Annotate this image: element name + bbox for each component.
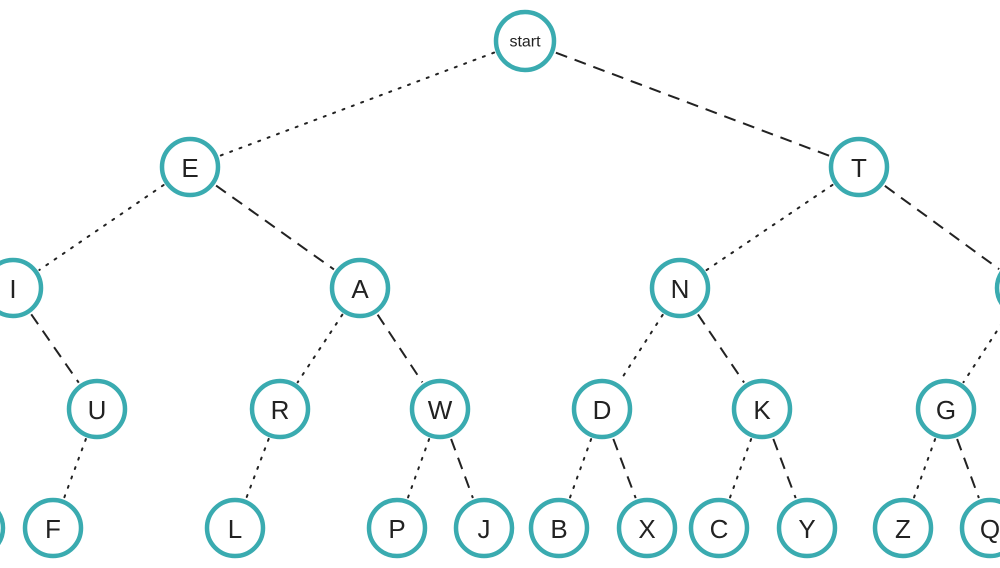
edge-T-M bbox=[884, 185, 1000, 270]
tree-node-Q: Q bbox=[959, 497, 1000, 559]
tree-node-P: P bbox=[366, 497, 428, 559]
tree-node-H bbox=[0, 510, 6, 546]
tree-node-W: W bbox=[409, 378, 471, 440]
tree-node-Y: Y bbox=[776, 497, 838, 559]
tree-node-D: D bbox=[571, 378, 633, 440]
node-circle bbox=[329, 257, 391, 319]
tree-node-Z: Z bbox=[872, 497, 934, 559]
edge-N-K bbox=[697, 313, 745, 384]
tree-node-C: C bbox=[688, 497, 750, 559]
edge-K-C bbox=[728, 438, 753, 499]
node-label: start bbox=[509, 34, 541, 51]
node-label: J bbox=[478, 514, 491, 544]
tree-node-start: start bbox=[493, 9, 557, 73]
node-circle bbox=[493, 9, 557, 73]
node-label: I bbox=[9, 274, 16, 304]
edge-start-E bbox=[218, 51, 496, 157]
tree-node-E: E bbox=[159, 136, 221, 198]
node-label: C bbox=[710, 514, 729, 544]
edge-E-A bbox=[215, 184, 335, 271]
node-label: E bbox=[181, 153, 198, 183]
node-label: Y bbox=[798, 514, 815, 544]
node-circle bbox=[528, 497, 590, 559]
node-circle bbox=[688, 497, 750, 559]
node-circle bbox=[776, 497, 838, 559]
tree-node-J: J bbox=[453, 497, 515, 559]
node-circle bbox=[159, 136, 221, 198]
tree-node-F: F bbox=[22, 497, 84, 559]
node-circle bbox=[994, 270, 1000, 306]
node-circle bbox=[0, 510, 6, 546]
node-label: D bbox=[593, 395, 612, 425]
node-label: B bbox=[550, 514, 567, 544]
edges-layer bbox=[30, 51, 1000, 500]
node-label: K bbox=[753, 395, 771, 425]
tree-node-K: K bbox=[731, 378, 793, 440]
tree-node-X: X bbox=[616, 497, 678, 559]
tree-node-G: G bbox=[915, 378, 977, 440]
node-circle bbox=[409, 378, 471, 440]
edge-I-U bbox=[30, 313, 80, 384]
tree-node-A: A bbox=[329, 257, 391, 319]
node-label: Q bbox=[980, 514, 1000, 544]
node-label: T bbox=[851, 153, 867, 183]
node-label: U bbox=[88, 395, 107, 425]
node-label: A bbox=[351, 274, 369, 304]
tree-node-I: I bbox=[0, 257, 44, 319]
tree-node-U: U bbox=[66, 378, 128, 440]
node-circle bbox=[22, 497, 84, 559]
edge-E-I bbox=[38, 184, 165, 271]
node-circle bbox=[731, 378, 793, 440]
edge-G-Q bbox=[956, 438, 980, 499]
tree-node-N: N bbox=[649, 257, 711, 319]
edge-G-Z bbox=[912, 438, 937, 499]
edge-W-P bbox=[406, 438, 431, 499]
node-circle bbox=[915, 378, 977, 440]
node-label: N bbox=[671, 274, 690, 304]
tree-node-L: L bbox=[204, 497, 266, 559]
node-circle bbox=[828, 136, 890, 198]
node-circle bbox=[872, 497, 934, 559]
tree-node-R: R bbox=[249, 378, 311, 440]
node-circle bbox=[66, 378, 128, 440]
node-circle bbox=[616, 497, 678, 559]
node-label: W bbox=[428, 395, 453, 425]
node-label: P bbox=[388, 514, 405, 544]
edge-R-L bbox=[245, 437, 270, 500]
edge-A-R bbox=[296, 313, 344, 384]
tree-node-T: T bbox=[828, 136, 890, 198]
tree-node-M bbox=[994, 270, 1000, 306]
node-circle bbox=[204, 497, 266, 559]
edge-T-N bbox=[705, 183, 834, 272]
edge-start-T bbox=[555, 51, 830, 157]
edge-N-D bbox=[618, 313, 664, 384]
edge-D-X bbox=[612, 438, 637, 499]
edge-W-J bbox=[450, 438, 474, 499]
node-label: F bbox=[45, 514, 61, 544]
node-circle bbox=[366, 497, 428, 559]
node-label: G bbox=[936, 395, 956, 425]
node-label: R bbox=[271, 395, 290, 425]
edge-A-W bbox=[376, 314, 424, 383]
edge-D-B bbox=[568, 438, 593, 499]
edge-M-G bbox=[962, 324, 1000, 384]
node-circle bbox=[959, 497, 1000, 559]
tree-node-B: B bbox=[528, 497, 590, 559]
node-label: Z bbox=[895, 514, 911, 544]
node-circle bbox=[0, 257, 44, 319]
node-circle bbox=[249, 378, 311, 440]
edge-K-Y bbox=[772, 438, 797, 499]
node-circle bbox=[571, 378, 633, 440]
node-circle bbox=[649, 257, 711, 319]
node-label: X bbox=[638, 514, 655, 544]
node-circle bbox=[453, 497, 515, 559]
edge-U-F bbox=[63, 438, 87, 499]
node-label: L bbox=[228, 514, 242, 544]
